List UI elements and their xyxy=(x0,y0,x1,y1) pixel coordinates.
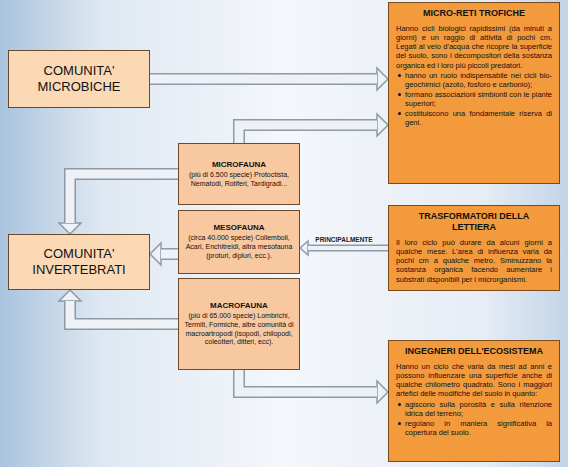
community-box: COMUNITA' INVERTEBRATI xyxy=(8,234,150,290)
bullet-dot xyxy=(398,403,401,406)
flow-arrow xyxy=(150,68,388,90)
edge-label: PRINCIPALMENTE xyxy=(315,236,372,243)
bullet-item: agiscono sulla porosità e sulla ritenzio… xyxy=(396,400,552,418)
bullet-dot xyxy=(398,422,401,425)
bullet-text: regolano in maniera significativa la cop… xyxy=(405,419,552,437)
fauna-box: MACROFAUNA(più di 65.000 specie) Lombric… xyxy=(178,278,300,370)
bullet-text: formano associazioni simbionti con le pi… xyxy=(405,90,552,108)
box-text: (più di 6.500 specie) Protoctista, Nemat… xyxy=(184,171,294,189)
flow-arrow xyxy=(59,290,178,324)
box-heading: MACROFAUNA xyxy=(184,301,294,311)
box-text: (più di 65.000 specie) Lombrichi, Termit… xyxy=(184,312,294,347)
box-text: Hanno un ciclo che varia da mesi ad anni… xyxy=(396,362,552,399)
box-heading: MICRO-RETI TROFICHE xyxy=(396,8,552,19)
box-heading: INGEGNERI DELL'ECOSISTEMA xyxy=(396,346,552,357)
bullet-item: costituiscono una fondamentale riserva d… xyxy=(396,109,552,127)
bullet-text: agiscono sulla porosità e sulla ritenzio… xyxy=(405,400,552,418)
flow-arrow xyxy=(150,243,178,265)
role-box: MICRO-RETI TROFICHE Hanno cicli biologici… xyxy=(388,2,560,184)
bullet-dot xyxy=(398,74,401,77)
box-text: Il loro ciclo può durare da alcuni giorn… xyxy=(396,238,552,284)
flow-arrow xyxy=(59,174,178,234)
box-heading: MICROFAUNA xyxy=(184,160,294,170)
role-box: TRASFORMATORI DELLA LETTIERA Il loro cicl… xyxy=(388,205,560,291)
flow-arrow xyxy=(239,114,388,143)
box-heading: TRASFORMATORI DELLA LETTIERA xyxy=(396,211,552,233)
community-box: COMUNITA' MICROBICHE xyxy=(8,50,150,108)
bullet-dot xyxy=(398,93,401,96)
bullet-item: regolano in maniera significativa la cop… xyxy=(396,419,552,437)
flow-arrow xyxy=(239,370,388,403)
bullet-text: hanno un ruolo indispensabile nei cicli … xyxy=(405,71,552,89)
bullet-dot xyxy=(398,112,401,115)
box-text: COMUNITA' INVERTEBRATI xyxy=(17,246,141,279)
box-text: (circa 40.000 specie) Collemboli, Acari,… xyxy=(184,234,294,260)
flow-arrow xyxy=(300,241,388,255)
fauna-box: MICROFAUNA(più di 6.500 specie) Protocti… xyxy=(178,143,300,205)
fauna-box: MESOFAUNA(circa 40.000 specie) Collembol… xyxy=(178,210,300,274)
bullet-item: formano associazioni simbionti con le pi… xyxy=(396,90,552,108)
box-text: Hanno cicli biologici rapidissimi (da mi… xyxy=(396,24,552,70)
bullet-text: costituiscono una fondamentale riserva d… xyxy=(405,109,552,127)
bullet-item: hanno un ruolo indispensabile nei cicli … xyxy=(396,71,552,89)
box-heading: MESOFAUNA xyxy=(184,223,294,233)
box-text: COMUNITA' MICROBICHE xyxy=(17,63,141,96)
role-box: INGEGNERI DELL'ECOSISTEMA Hanno un ciclo … xyxy=(388,340,560,462)
